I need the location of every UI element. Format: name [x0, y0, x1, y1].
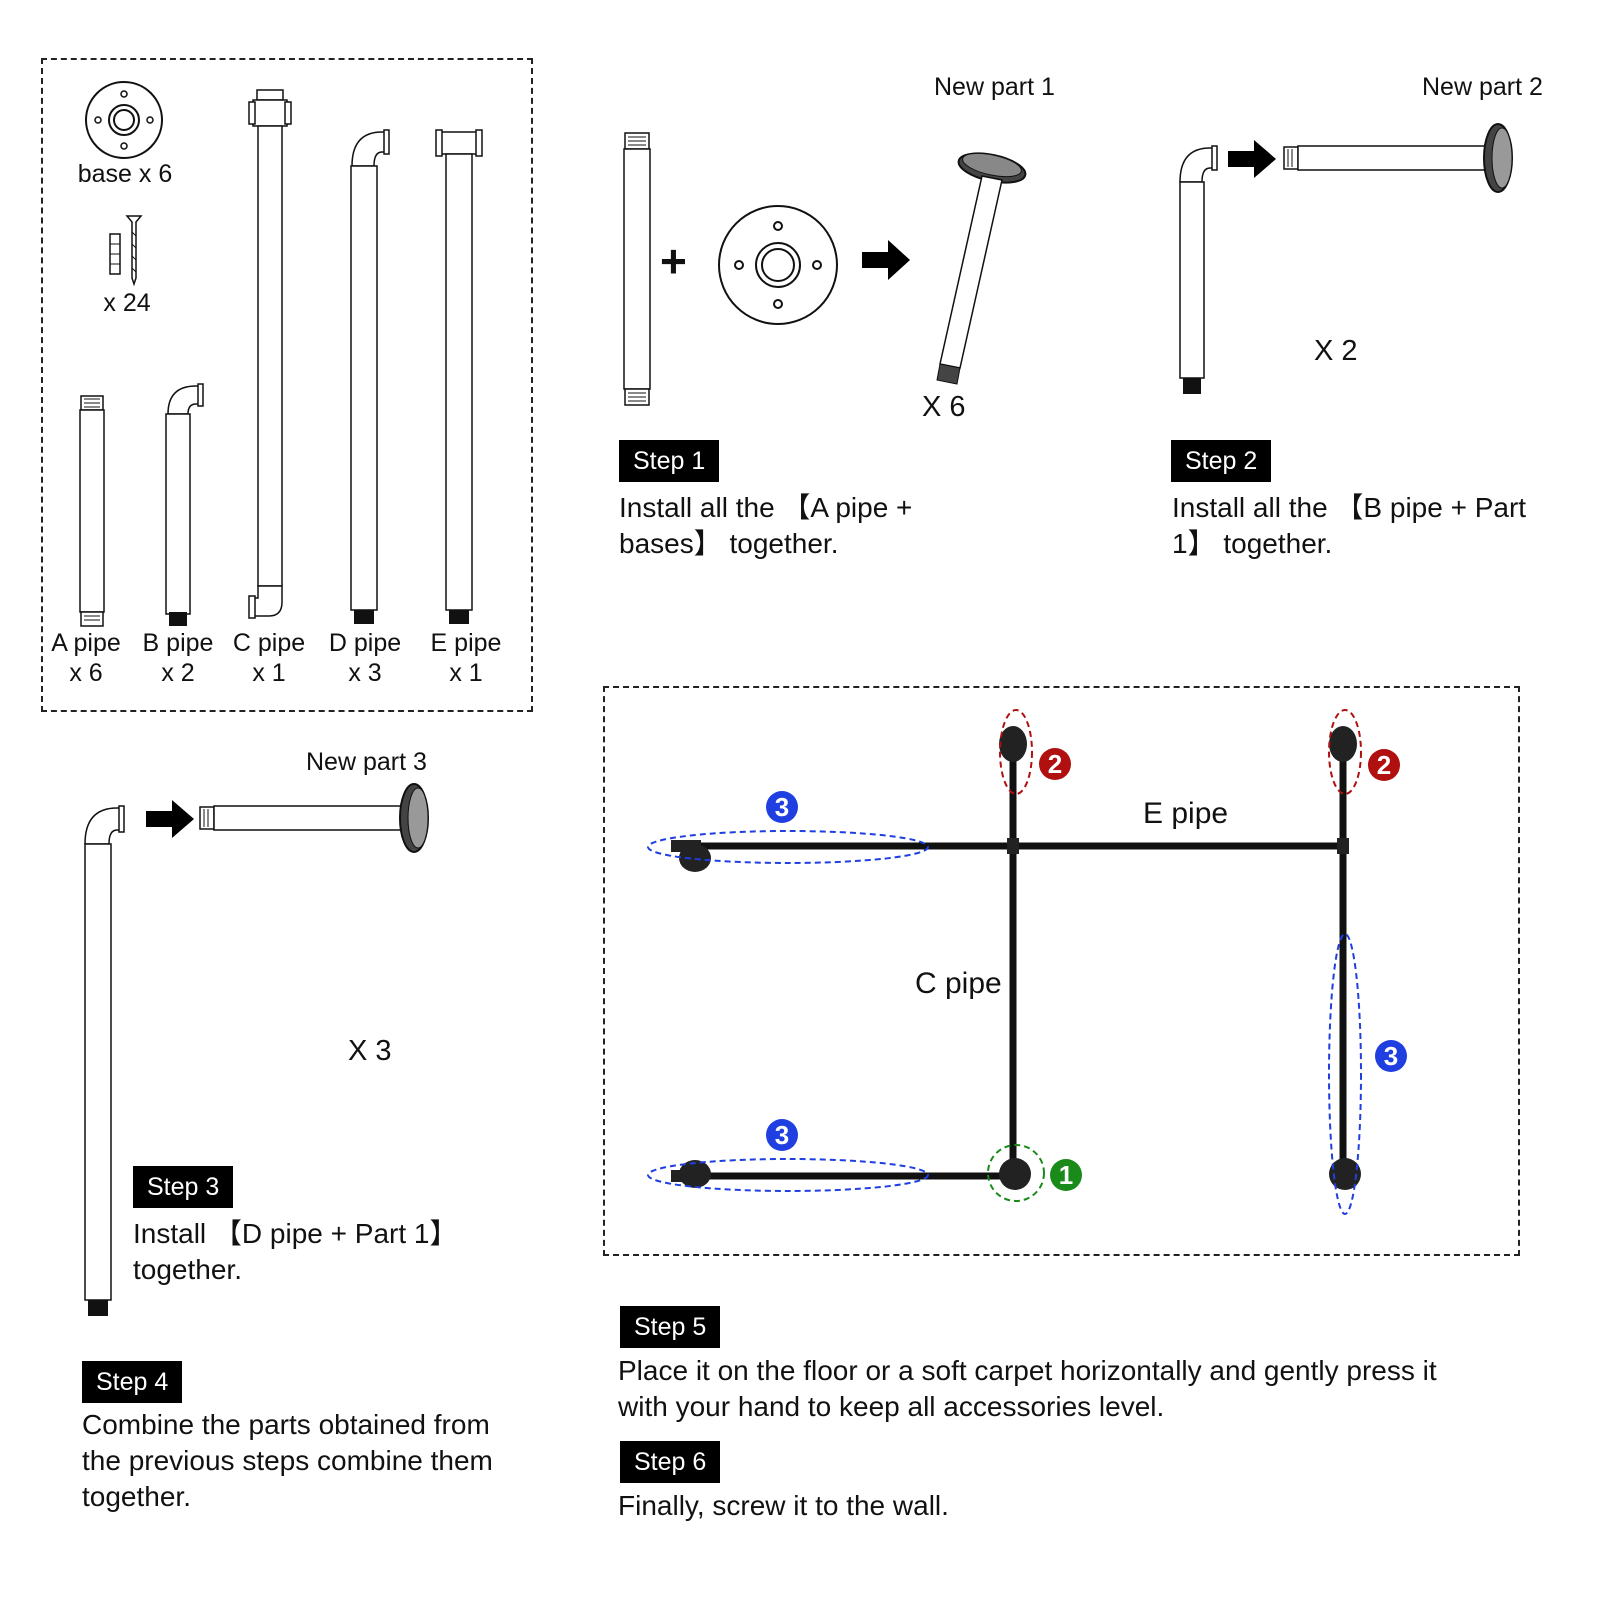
badge-3-right: 3 [1375, 1040, 1407, 1072]
e-pipe-count: x 1 [449, 659, 483, 687]
step5-description: Place it on the floor or a soft carpet h… [618, 1355, 1437, 1422]
step1-arrow-icon [862, 240, 910, 280]
assembly-box [603, 686, 1520, 1256]
svg-text:3: 3 [775, 792, 789, 822]
step3-description: Install 【D pipe + Part 1】 together. [133, 1218, 458, 1285]
b-pipe-icon [165, 383, 204, 626]
parts-box [41, 58, 533, 712]
badge-1-bottom: 1 [1050, 1159, 1082, 1191]
step1-multiplier: X 6 [922, 391, 966, 423]
screw-anchor-icon [109, 215, 143, 287]
b-pipe-count: x 2 [161, 659, 195, 687]
c-pipe-count: x 1 [252, 659, 286, 687]
step5-tag: Step 5 [620, 1306, 721, 1348]
a-pipe-label: A pipe [51, 629, 121, 657]
base-top-left [999, 726, 1027, 762]
svg-text:3: 3 [1384, 1041, 1398, 1071]
b-pipe-label: B pipe [142, 629, 214, 657]
d-pipe-icon [350, 129, 390, 624]
new-part-2-icon [1283, 123, 1513, 193]
step6-description: Finally, screw it to the wall. [618, 1490, 949, 1521]
badge-3-upper-left: 3 [766, 791, 798, 823]
step2-b-pipe-icon [1179, 145, 1218, 394]
badge-2-top-right: 2 [1368, 749, 1400, 781]
c-pipe-diagram-label: C pipe [915, 967, 1002, 1000]
step4-tag: Step 4 [82, 1361, 183, 1403]
screw-count-label: x 24 [103, 289, 151, 317]
base-top-right [1329, 726, 1357, 762]
step2-multiplier: X 2 [1314, 335, 1358, 367]
step2-arrow-icon [1228, 140, 1276, 178]
step6-tag: Step 6 [620, 1441, 721, 1483]
plus-sign: + [660, 235, 687, 287]
base-bottom-center [999, 1158, 1031, 1190]
a-pipe-count: x 6 [69, 659, 103, 687]
badge-2-top-left: 2 [1039, 748, 1071, 780]
e-pipe-diagram-label: E pipe [1143, 797, 1229, 830]
step1-description: Install all the 【A pipe + bases】 togethe… [619, 492, 913, 559]
d-pipe-count: x 3 [348, 659, 382, 687]
a-pipe-icon [79, 395, 105, 627]
c-pipe-icon [248, 89, 292, 619]
e-pipe-icon [435, 129, 483, 624]
svg-text:2: 2 [1048, 749, 1062, 779]
step3-multiplier: X 3 [348, 1035, 392, 1067]
e-pipe-label: E pipe [430, 629, 502, 657]
svg-text:1: 1 [1059, 1160, 1073, 1190]
new-part-2-label: New part 2 [1422, 73, 1543, 101]
assembly-diagram: 2 2 3 3 3 1 [647, 709, 1407, 1215]
step3-d-pipe-icon [84, 805, 125, 1316]
step4-description: Combine the parts obtained from the prev… [82, 1409, 493, 1512]
svg-text:3: 3 [775, 1120, 789, 1150]
new-part-3-label: New part 3 [306, 748, 427, 776]
step2-tag: Step 2 [1171, 440, 1272, 482]
new-part-1-icon [936, 152, 1027, 385]
new-part-1-label: New part 1 [934, 73, 1055, 101]
svg-text:2: 2 [1377, 750, 1391, 780]
step1-a-pipe-icon [623, 132, 651, 406]
new-part-3-icon [199, 783, 429, 853]
base-bottom-right [1329, 1158, 1361, 1190]
step3-tag: Step 3 [133, 1166, 234, 1208]
c-pipe-label: C pipe [232, 629, 306, 657]
base-count-label: base x 6 [77, 160, 173, 188]
base-flange-icon [85, 81, 163, 159]
d-pipe-label: D pipe [328, 629, 402, 657]
step1-tag: Step 1 [619, 440, 720, 482]
step2-description: Install all the 【B pipe + Part 1】 togeth… [1172, 492, 1527, 559]
step1-base-flange-icon [718, 205, 838, 325]
badge-3-lower-left: 3 [766, 1119, 798, 1151]
step3-arrow-icon [146, 800, 194, 838]
